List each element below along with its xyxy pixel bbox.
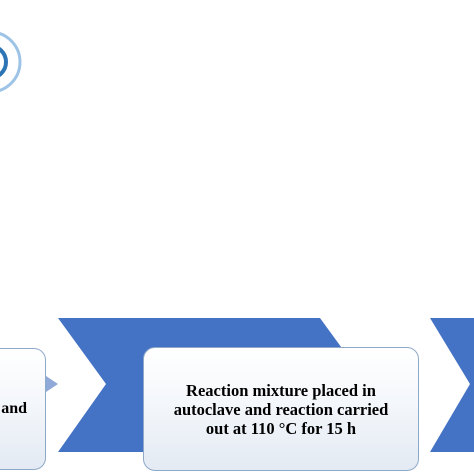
chevron-arrow-2 <box>430 318 474 452</box>
process-step-text-2: Reaction mixture placed in autoclave and… <box>173 380 389 438</box>
process-step-text-1: and <box>1 400 27 417</box>
process-step-box-1: and <box>0 348 46 470</box>
circle-node-outer-ring <box>0 32 22 92</box>
circle-node-inner-ring <box>0 47 8 77</box>
process-step-box-2: Reaction mixture placed in autoclave and… <box>143 347 419 471</box>
circle-node <box>0 32 22 92</box>
